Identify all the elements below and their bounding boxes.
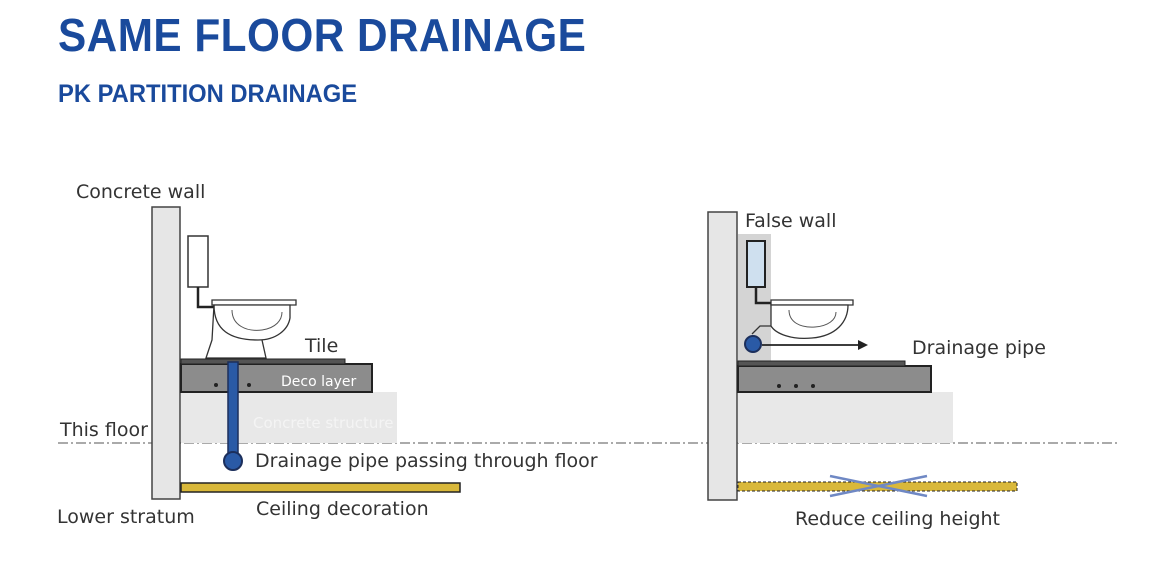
label-ceiling-decoration: Ceiling decoration bbox=[256, 498, 429, 520]
drainage-pipe-vertical bbox=[227, 361, 239, 459]
right-concrete-wall bbox=[707, 211, 738, 501]
right-deco-layer-dot bbox=[777, 384, 781, 388]
deco-layer-dot bbox=[214, 383, 218, 387]
right-flush-pipe bbox=[754, 287, 771, 305]
right-deco-layer bbox=[737, 365, 932, 393]
arrow-head-icon bbox=[858, 340, 868, 350]
right-diagram: False wall Drainage pipe Reduce ceiling … bbox=[707, 210, 1046, 530]
label-drainage-pipe: Drainage pipe bbox=[912, 337, 1046, 359]
label-tile: Tile bbox=[304, 335, 338, 357]
toilet bbox=[205, 299, 297, 359]
drainage-pipe-end bbox=[223, 451, 243, 471]
concrete-wall bbox=[151, 206, 181, 500]
label-reduce-ceiling-height: Reduce ceiling height bbox=[795, 508, 1000, 530]
left-diagram: Concrete wall Tile Deco layer Concrete s… bbox=[57, 181, 598, 528]
right-deco-layer-dot bbox=[794, 384, 798, 388]
concrete-structure bbox=[181, 392, 397, 443]
wall-hung-toilet bbox=[751, 299, 854, 340]
label-concrete-wall: Concrete wall bbox=[76, 181, 205, 203]
page-subtitle: PK PARTITION DRAINAGE bbox=[58, 80, 358, 108]
label-lower-stratum: Lower stratum bbox=[57, 506, 195, 528]
cistern-tank bbox=[187, 235, 209, 288]
label-drainage-pipe-through-floor: Drainage pipe passing through floor bbox=[255, 450, 598, 472]
ceiling-decoration-bar bbox=[180, 482, 461, 493]
label-deco-layer: Deco layer bbox=[281, 374, 356, 390]
right-tile-layer bbox=[737, 360, 906, 367]
right-concrete-structure bbox=[738, 392, 953, 443]
concealed-cistern-tank bbox=[746, 240, 766, 288]
cross-icon bbox=[829, 474, 928, 498]
label-false-wall: False wall bbox=[745, 210, 836, 232]
tile-layer bbox=[180, 358, 346, 365]
right-deco-layer-dot bbox=[811, 384, 815, 388]
flush-pipe bbox=[196, 287, 214, 309]
drainage-pipe-elbow bbox=[744, 335, 762, 353]
label-concrete-structure: Concrete structure bbox=[253, 414, 393, 432]
label-this-floor: This floor bbox=[59, 419, 148, 441]
deco-layer-dot bbox=[247, 383, 251, 387]
page-title: SAME FLOOR DRAINAGE bbox=[58, 9, 587, 61]
